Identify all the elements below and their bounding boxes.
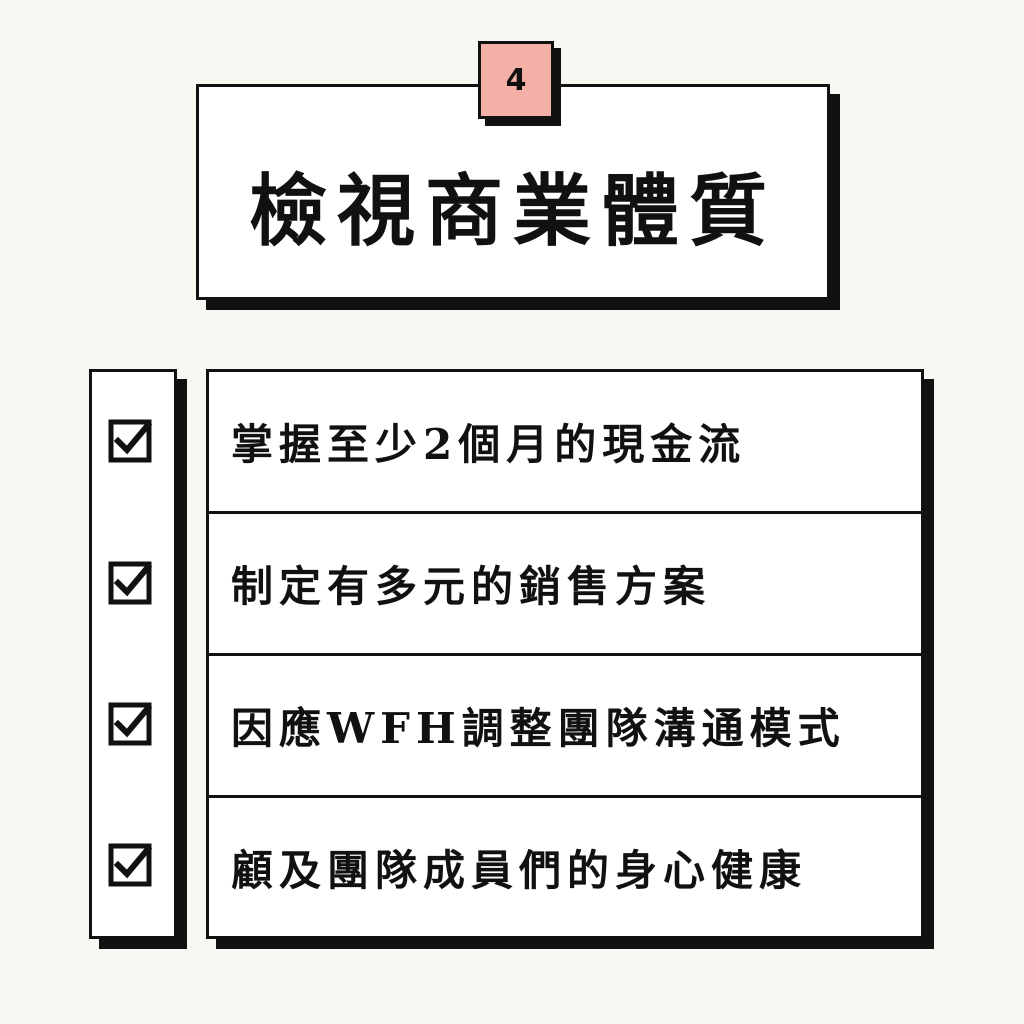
checkbox-checked-icon [108, 702, 152, 746]
list-item: 掌握至少2個月的現金流 [209, 372, 921, 511]
list-item-label: 因應WFH調整團隊溝通模式 [231, 704, 846, 753]
list-item: 顧及團隊成員們的身心健康 [209, 798, 921, 936]
divider [209, 795, 921, 798]
list-item: 因應WFH調整團隊溝通模式 [209, 656, 921, 795]
checklist-box: 掌握至少2個月的現金流 制定有多元的銷售方案 因應WFH調整團隊溝通模式 顧及團… [206, 369, 924, 939]
step-number: 4 [505, 62, 527, 98]
checkbox-checked-icon [108, 419, 152, 463]
list-item-label: 掌握至少2個月的現金流 [231, 420, 747, 469]
list-item: 制定有多元的銷售方案 [209, 514, 921, 653]
page-title: 檢視商業體質 [248, 166, 777, 257]
checkbox-column [89, 369, 177, 939]
title-card: 檢視商業體質 [196, 84, 830, 300]
checkbox-checked-icon [108, 561, 152, 605]
checkbox-checked-icon [108, 843, 152, 887]
list-item-label: 制定有多元的銷售方案 [231, 562, 712, 611]
divider [209, 511, 921, 514]
step-number-badge: 4 [478, 41, 554, 119]
divider [209, 653, 921, 656]
list-item-label: 顧及團隊成員們的身心健康 [231, 845, 808, 895]
